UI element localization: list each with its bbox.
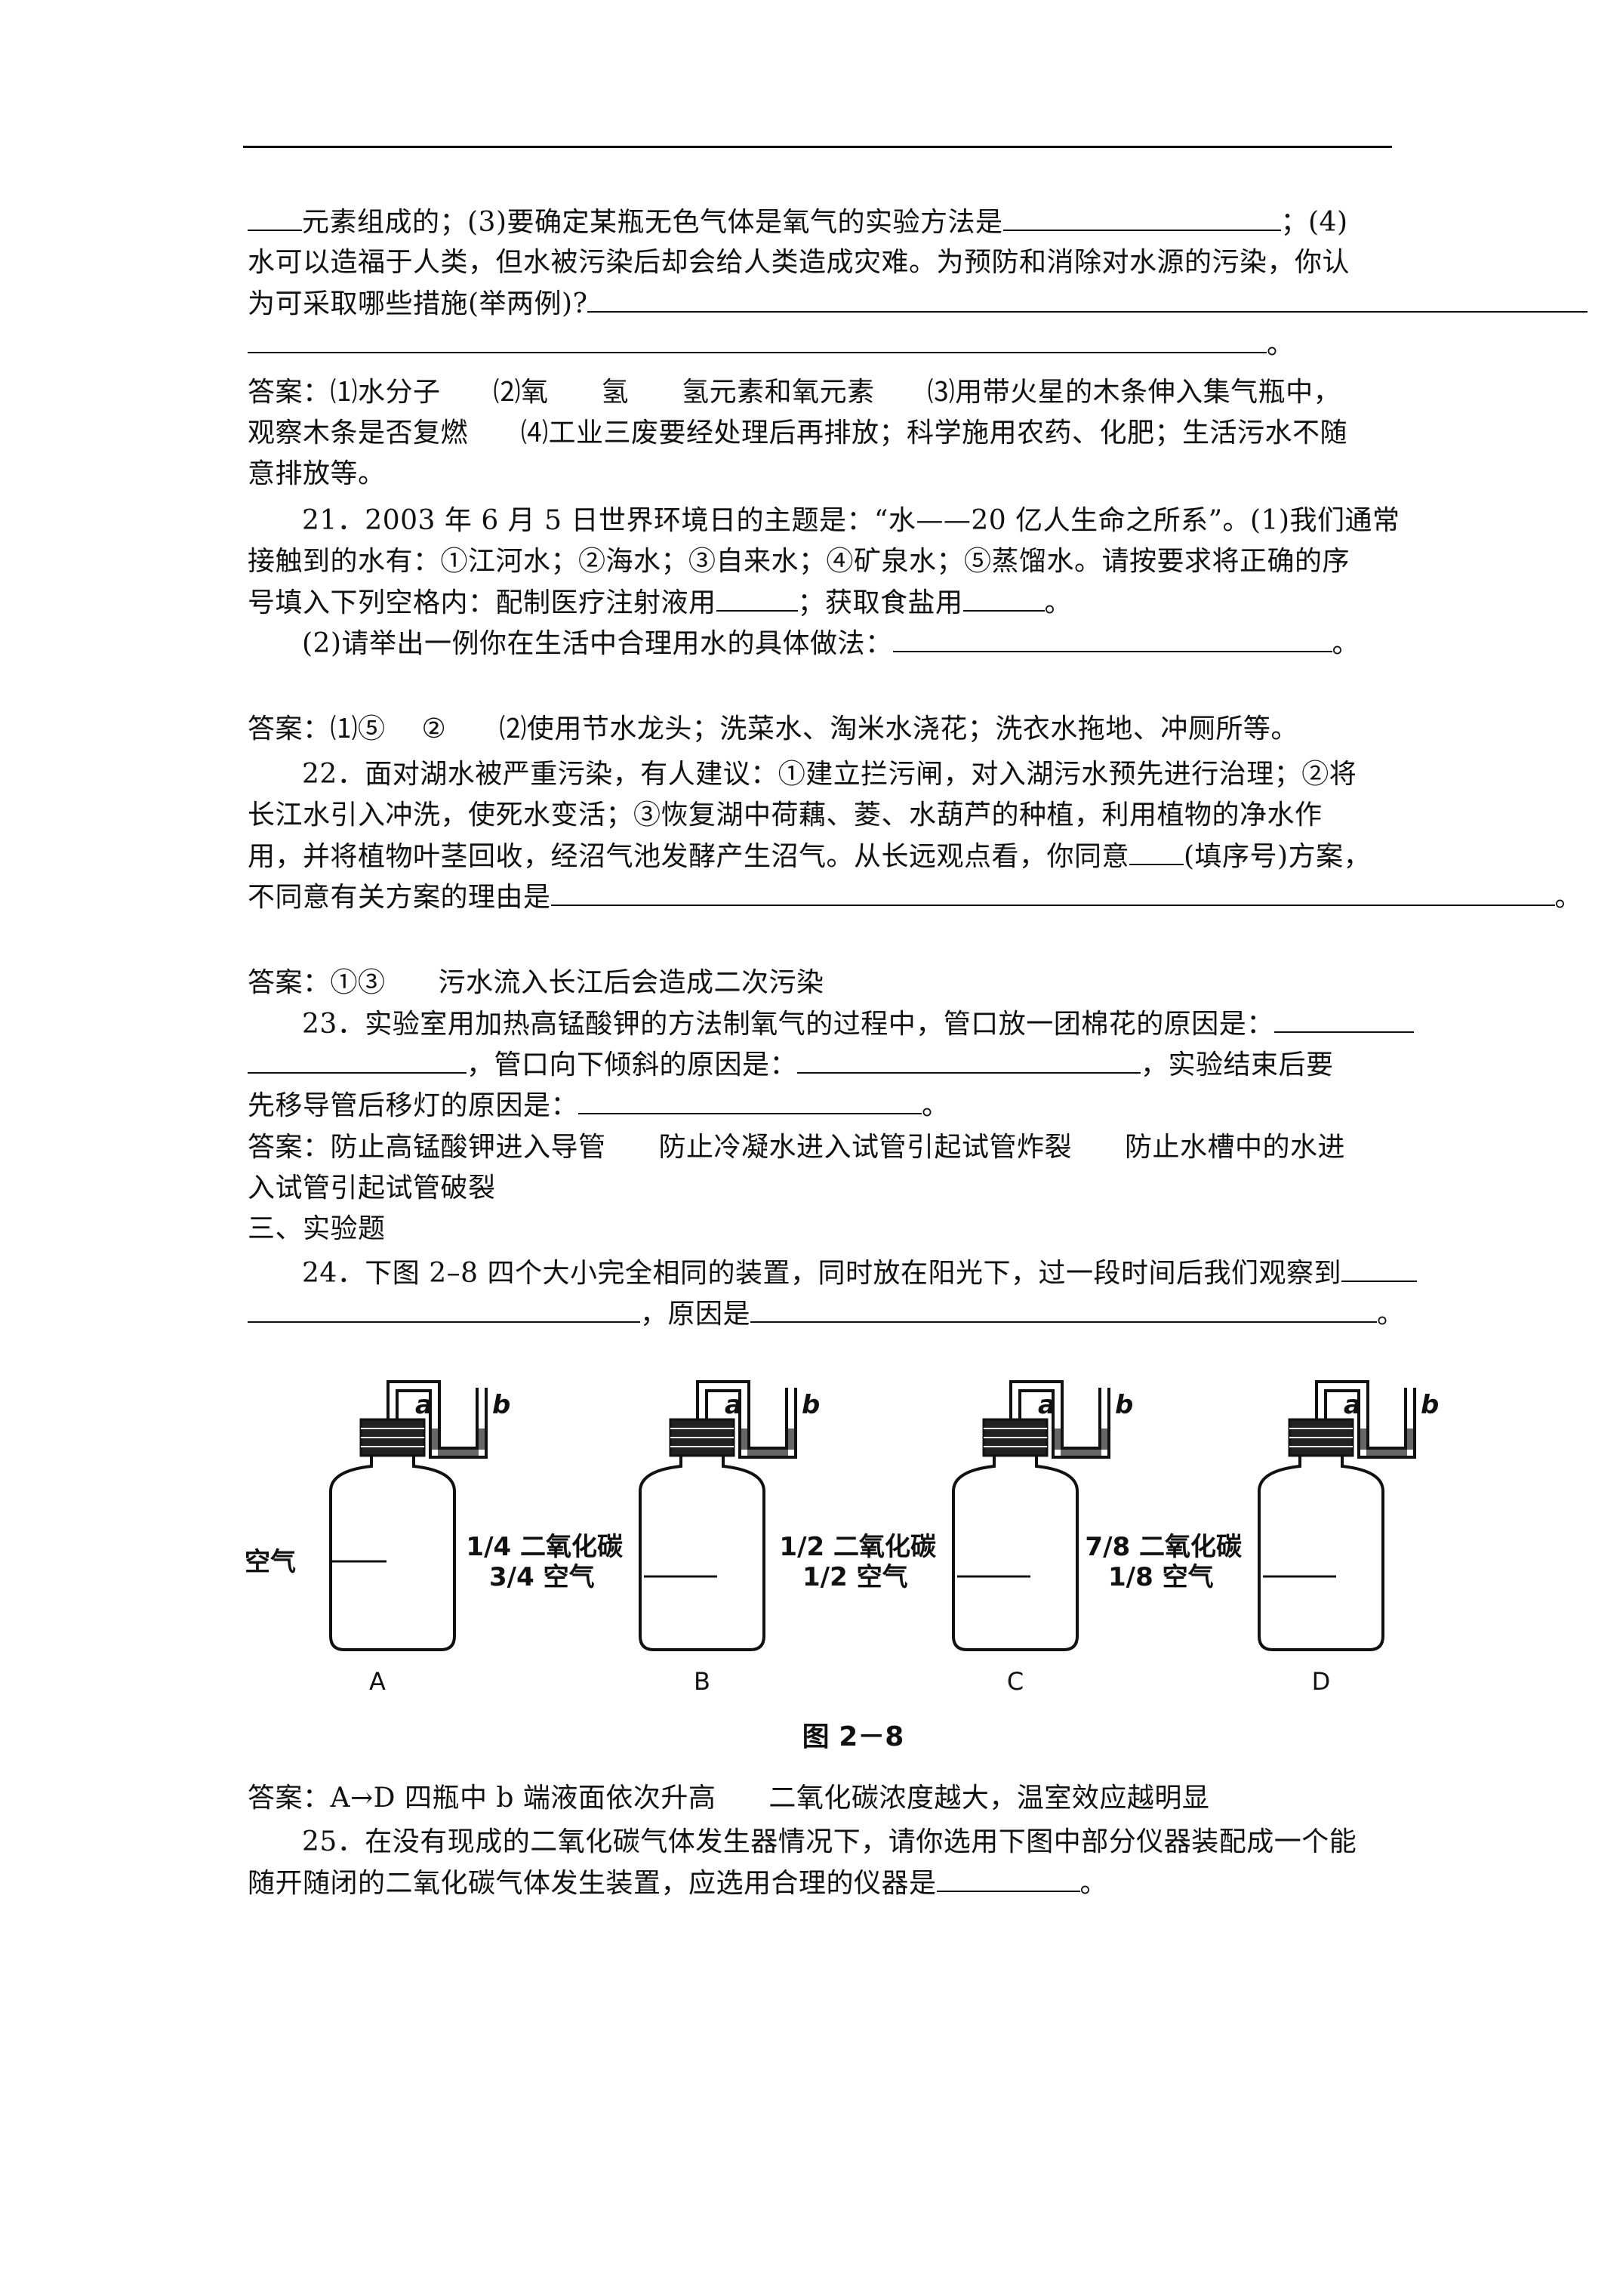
q21-line-1: 21．2003 年 6 月 5 日世界环境日的主题是：“水——20 亿人生命之所… <box>302 505 1400 536</box>
gas-label: 1/8 空气 <box>1108 1562 1214 1592</box>
q25-line-1: 25．在没有现成的二氧化碳气体发生器情况下，请你选用下图中部分仪器装配成一个能 <box>302 1826 1357 1857</box>
tube-label-a: a <box>415 1390 433 1420</box>
blank[interactable] <box>248 1294 640 1323</box>
q21-line-3: 号填入下列空格内：配制医疗注射液用；获取食盐用。 <box>248 583 1072 622</box>
bottle-letter: A <box>369 1667 386 1696</box>
q20-answer-3: 意排放等。 <box>248 458 386 489</box>
bottle-letter: B <box>694 1667 710 1696</box>
u-tube-liquid <box>1407 1428 1413 1450</box>
bottle <box>952 1456 1079 1651</box>
u-tube-liquid <box>1061 1450 1101 1456</box>
u-tube-liquid <box>741 1428 747 1450</box>
blank[interactable] <box>936 1863 1080 1892</box>
gas-label: 3/4 空气 <box>489 1562 595 1592</box>
q20-answer-2: 观察木条是否复燃⑷工业三废要经处理后再排放；科学施用农药、化肥；生活污水不随 <box>248 418 1348 448</box>
blank[interactable] <box>578 1086 922 1114</box>
bottle <box>1258 1456 1384 1651</box>
glass-tube <box>396 1388 488 1459</box>
gas-label: 1/4 二氧化碳 <box>466 1532 624 1562</box>
q21-line-4: (2)请举出一例你在生活中合理用水的具体做法：。 <box>302 624 1360 663</box>
u-tube-liquid <box>1101 1428 1107 1450</box>
blank[interactable] <box>550 877 1555 906</box>
q23-line-3: 先移导管后移灯的原因是：。 <box>248 1086 950 1125</box>
q22-line-1: 22．面对湖水被严重污染，有人建议：①建立拦污闸，对入湖污水预先进行治理；②将 <box>302 759 1357 790</box>
tube-label-a: a <box>1344 1390 1361 1420</box>
q22-line-2: 长江水引入冲洗，使死水变活；③恢复湖中荷藕、菱、水葫芦的种植，利用植物的净水作 <box>248 800 1323 831</box>
q20-line-2: 水可以造福于人类，但水被污染后却会给人类造成灾难。为预防和消除对水源的污染，你认 <box>248 247 1350 278</box>
u-tube-liquid <box>479 1428 485 1450</box>
q20-line-3: 为可采取哪些措施(举两例)? <box>248 284 1588 323</box>
u-tube-liquid <box>1055 1428 1061 1450</box>
q23-answer-2: 入试管引起试管破裂 <box>248 1173 496 1203</box>
bottle-apparatus-a: a b 空气 A <box>245 1380 510 1696</box>
blank[interactable] <box>248 1045 467 1074</box>
blank[interactable] <box>1129 837 1184 865</box>
q20-line-4: 。 <box>248 325 1295 364</box>
u-tube-liquid <box>438 1450 479 1456</box>
section-heading: 三、实验题 <box>248 1213 386 1244</box>
blank[interactable] <box>892 624 1332 652</box>
figure-caption: 图 2－8 <box>802 1721 904 1752</box>
tube-label-a: a <box>1038 1390 1055 1420</box>
q23-line-2: ，管口向下倾斜的原因是：，实验结束后要 <box>248 1045 1334 1084</box>
u-tube-liquid <box>1366 1450 1407 1456</box>
blank[interactable] <box>750 1294 1378 1323</box>
tube-label-b: b <box>492 1390 510 1420</box>
q23-answer-1: 答案：防止高锰酸钾进入导管防止冷凝水进入试管引起试管炸裂防止水槽中的水进 <box>248 1132 1346 1163</box>
blank[interactable] <box>248 325 1267 353</box>
q25-line-2: 随开随闭的二氧化碳气体发生装置，应选用合理的仪器是。 <box>248 1863 1107 1903</box>
glass-tube <box>1324 1388 1416 1459</box>
u-tube-liquid <box>432 1428 438 1450</box>
tube-label-a: a <box>725 1390 742 1420</box>
tube-label-b: b <box>1421 1390 1439 1420</box>
bottle-letter: D <box>1312 1667 1331 1696</box>
glass-tube <box>387 1380 479 1450</box>
blank[interactable] <box>716 583 798 612</box>
u-tube-liquid <box>1360 1428 1366 1450</box>
blank[interactable] <box>797 1045 1141 1074</box>
gas-label: 1/2 空气 <box>802 1562 908 1592</box>
bottle <box>639 1456 765 1651</box>
header-rule <box>243 146 1392 148</box>
tube-label-b: b <box>1115 1390 1133 1420</box>
gas-label: 空气 <box>245 1547 296 1577</box>
blank[interactable] <box>962 583 1045 612</box>
glass-tube <box>705 1388 797 1459</box>
glass-tube <box>1009 1380 1101 1450</box>
q24-answer: 答案：A→D 四瓶中 b 端液面依次升高二氧化碳浓度越大，温室效应越明显 <box>248 1783 1210 1814</box>
gas-label: 7/8 二氧化碳 <box>1085 1532 1243 1562</box>
gas-label: 1/2 二氧化碳 <box>779 1532 937 1562</box>
blank[interactable] <box>1341 1253 1418 1282</box>
q20-line-1: 元素组成的；(3)要确定某瓶无色气体是氧气的实验方法是；(4) <box>248 202 1348 242</box>
bottle <box>329 1456 456 1651</box>
blank[interactable] <box>1002 202 1281 231</box>
tube-label-b: b <box>802 1390 820 1420</box>
u-tube-liquid <box>788 1428 794 1450</box>
q23-line-1: 23．实验室用加热高锰酸钾的方法制氧气的过程中，管口放一团棉花的原因是： <box>302 1004 1414 1043</box>
bottle-letter: C <box>1007 1667 1024 1696</box>
q21-line-2: 接触到的水有：①江河水；②海水；③自来水；④矿泉水；⑤蒸馏水。请按要求将正确的序 <box>248 546 1350 577</box>
glass-tube <box>1018 1388 1110 1459</box>
u-tube-liquid <box>747 1450 788 1456</box>
q20-answer-1: 答案：⑴水分子⑵氧氢氢元素和氧元素⑶用带火星的木条伸入集气瓶中， <box>248 377 1341 408</box>
q24-line-2: ，原因是。 <box>248 1294 1405 1333</box>
glass-tube <box>696 1380 788 1450</box>
blank[interactable] <box>248 202 302 231</box>
blank[interactable] <box>587 284 1588 313</box>
q22-line-3: 用，并将植物叶茎回收，经沼气池发酵产生沼气。从长远观点看，你同意(填序号)方案， <box>248 837 1371 876</box>
q22-line-4: 不同意有关方案的理由是。 <box>248 877 1582 917</box>
q24-line-1: 24．下图 2–8 四个大小完全相同的装置，同时放在阳光下，过一段时间后我们观察… <box>302 1253 1418 1293</box>
glass-tube <box>1315 1380 1407 1450</box>
blank[interactable] <box>1273 1004 1414 1033</box>
